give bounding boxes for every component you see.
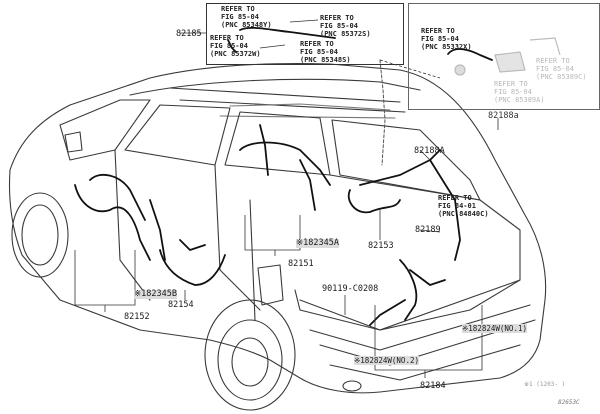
part-82151: 82151: [288, 259, 314, 269]
part-82152: 82152: [124, 312, 150, 322]
callout-85372W: REFER TO FIG 85-04 (PNC 85372W): [210, 34, 261, 58]
callout-85389A: REFER TO FIG 85-04 (PNC 85389A): [494, 80, 545, 104]
callout-85372S: REFER TO FIG 85-04 (PNC 85372S): [320, 14, 371, 38]
callout-85389C: REFER TO FIG 85-04 (PNC 85389C): [536, 57, 587, 81]
part-82185: 82185: [176, 29, 202, 39]
part-90119-C0208: 90119-C0208: [322, 284, 379, 294]
callout-85348Y: REFER TO FIG 85-04 (PNC 85348Y): [221, 5, 272, 29]
part-82345A: ※182345A: [296, 238, 339, 248]
part-82345B: ※182345B: [134, 289, 177, 299]
footnote: ※1 (1203- ): [524, 381, 566, 388]
part-82154: 82154: [168, 300, 194, 310]
inset-box-roof-harness: [206, 3, 404, 65]
part-82188a: 82188a: [488, 111, 519, 121]
callout-85348S: REFER TO FIG 85-04 (PNC 85348S): [300, 40, 351, 64]
part-82184: 82184: [420, 381, 446, 391]
callout-84840C: REFER TO FIG 84-01 (PNC 84840C): [438, 194, 489, 218]
part-82188A: 82188A: [414, 146, 445, 156]
part-82189: 82189: [415, 225, 441, 235]
part-82824W-no1: ※182824W(NO.1): [462, 324, 527, 333]
part-82824W-no2: ※182824W(NO.2): [354, 356, 419, 365]
part-82153: 82153: [368, 241, 394, 251]
callout-85332X: REFER TO FIG 85-04 (PNC 85332X): [421, 27, 472, 51]
figure-code: 82653C: [558, 399, 580, 406]
